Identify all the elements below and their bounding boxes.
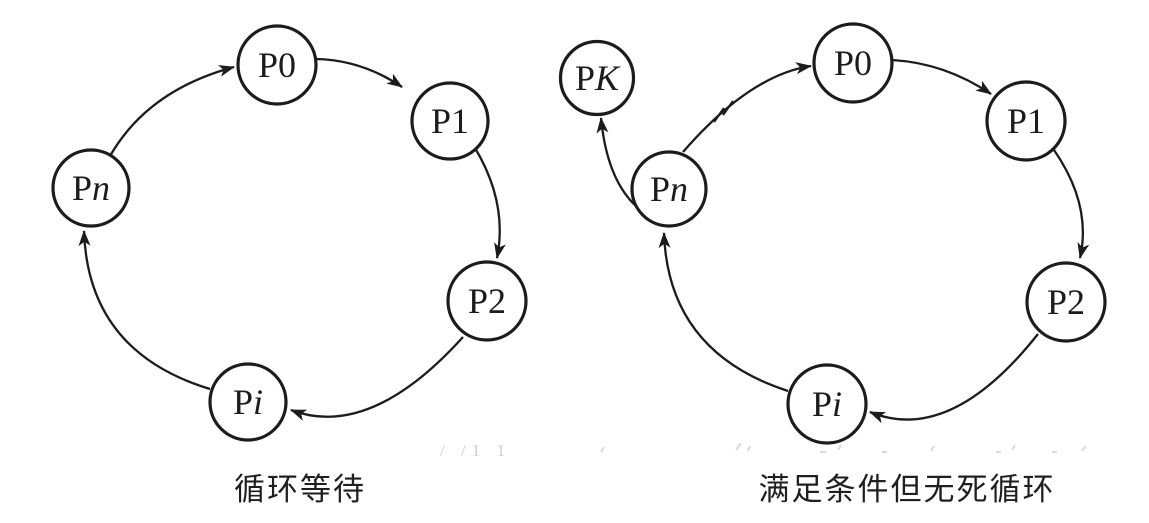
node-p0: P0 [812,22,894,104]
edge-p0-to-p1 [315,57,403,88]
node-p0: P0 [236,24,318,106]
scan-artifact-mark [1081,445,1087,452]
edge-p1-to-p2 [1053,149,1090,259]
node-pi-label: Pi [812,384,842,424]
edge-p2-to-pi [869,333,1039,424]
node-p0-circle [236,24,318,106]
node-pn-circle [630,150,708,228]
node-p1-circle [410,81,490,161]
edge-pn-to-p0-broken [682,62,812,153]
node-p2: P2 [1025,261,1107,343]
node-p1-circle [985,80,1067,162]
node-pn-label: Pn [650,169,688,209]
scan-artifact-mark [735,442,742,451]
diagram-no-deadlock-cycle: PK P0 P1 P2 Pi Pn 满足条件但无 [558,22,1107,507]
scan-artifact-mark [747,445,751,452]
node-p0-label: P0 [258,45,296,85]
scan-artifact-row: / /1 1 [440,441,1087,460]
node-p1-label: P1 [431,101,469,141]
node-pk-label: PK [575,58,621,98]
edge-p0-to-p1 [891,58,992,95]
edge-p2-to-pi [290,336,464,421]
edge-p1-to-p2 [474,147,506,259]
node-pn-label: Pn [72,168,110,208]
scan-artifact-mark [600,446,605,453]
edge-pi-to-pn [78,230,211,391]
edge-pn-to-p0 [109,65,235,157]
break-mark [713,100,734,123]
edge-pi-to-pn [658,232,789,393]
scan-artifact-text: / /1 1 [440,441,511,460]
scan-artifact-mark [930,445,935,452]
node-pi: Pi [786,363,868,445]
node-pk: PK [558,39,636,117]
node-pn: Pn [51,148,131,228]
node-pk-circle [558,39,636,117]
node-p2-circle [446,260,528,342]
scan-artifact-mark [837,444,842,451]
node-pi-circle [208,362,288,442]
node-p2-label: P2 [1047,282,1085,322]
scan-artifact-mark [1011,444,1016,451]
node-p1-label: P1 [1007,101,1045,141]
node-p0-label: P0 [834,43,872,83]
node-p1: P1 [410,81,490,161]
caption-circular-wait: 循环等待 [234,472,366,507]
node-p2-label: P2 [468,281,506,321]
node-pi-circle [786,363,868,445]
diagram-circular-wait: P0 P1 P2 Pi Pn 循环等待 [51,24,528,507]
node-p1: P1 [985,80,1067,162]
edge-pn-to-pk [596,117,638,208]
node-p0-circle [812,22,894,104]
node-p2-circle [1025,261,1107,343]
node-pn: Pn [630,150,708,228]
node-pi: Pi [208,362,288,442]
caption-no-deadlock-cycle: 满足条件但无死循环 [759,472,1056,507]
node-pn-circle [51,148,131,228]
node-pi-label: Pi [233,382,263,422]
node-p2: P2 [446,260,528,342]
